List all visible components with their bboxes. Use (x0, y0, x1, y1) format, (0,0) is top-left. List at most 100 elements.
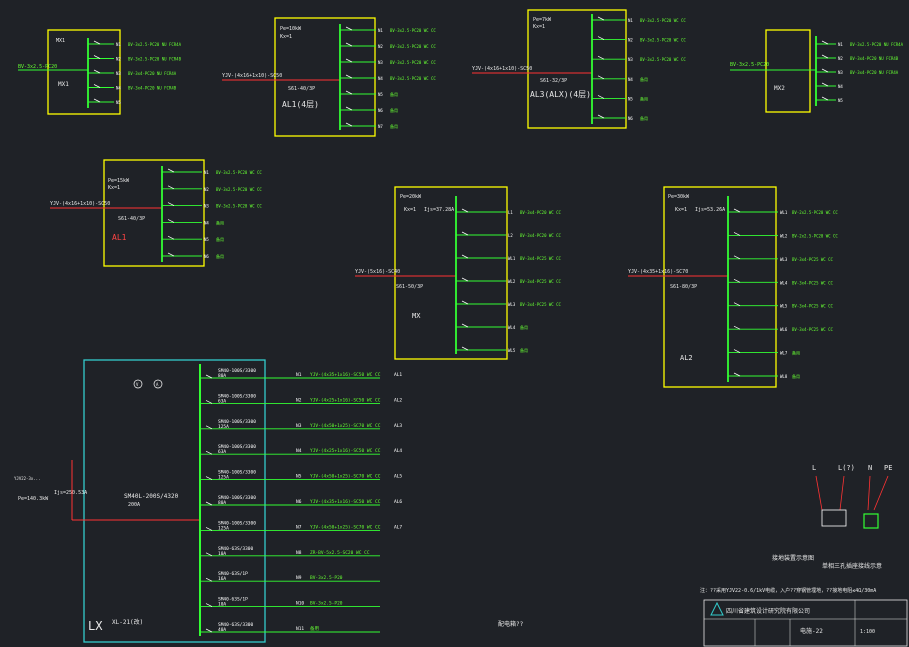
circuit-code: N10 (296, 601, 304, 607)
circuit-cable: BV-3x2.5-PC20 NU FCR4A (128, 42, 182, 47)
circuit-row[interactable]: WL5 备用 (456, 346, 528, 353)
circuit-row[interactable]: N5 备用 (592, 95, 648, 101)
caption: 单相三孔插座接线示意 (822, 562, 882, 570)
circuit-code: N3 (628, 57, 633, 62)
circuit-row[interactable]: N5 备用 (340, 90, 398, 97)
circuit-cable: 备用 (520, 324, 528, 330)
circuit-cable: 备用 (390, 107, 398, 113)
panel-mx[interactable]: Pe=20kW Kx=1 Ijs=37.28A MX YJV-(5x16)-SC… (355, 186, 562, 360)
circuit-row[interactable]: WL8 备用 (728, 372, 800, 379)
circuit-cable: 备用 (310, 625, 319, 632)
circuit-row[interactable]: WL4 备用 (456, 323, 528, 330)
panel-kx: Kx=1 (533, 24, 545, 30)
circuit-row[interactable]: WL7 备用 (728, 349, 800, 356)
breaker-icon (345, 122, 353, 127)
circuit-code: WL1 (508, 256, 516, 261)
ammeter-icon (153, 379, 163, 389)
panel-al1-mid[interactable]: Pe=15kW Kx=1 AL1 YJV-(4x16+1x10)-SC50 S6… (50, 159, 262, 267)
circuit-code: N1 (838, 42, 843, 47)
circuit-row[interactable]: N5 (816, 96, 843, 103)
circuit-code: N1 (204, 170, 209, 175)
panel-al3[interactable]: Pe=7kW Kx=1 AL3(ALX)(4层) YJV-(4x16+1x10)… (472, 9, 686, 129)
voltmeter-icon (133, 379, 143, 389)
title-block: 四川省建筑设计研究院有限公司 电施-22 1:100 (703, 599, 908, 647)
circuit-cable: BV-3x2.5-PC20 WC CC (390, 60, 436, 65)
circuit-row[interactable]: N6 备用 (340, 106, 398, 113)
circuit-code: N6 (378, 108, 383, 113)
breaker-spec: SM40-100S/3300 (218, 444, 256, 450)
circuit-cable: BV-3x4-PC20 NU FCR4B (128, 86, 177, 91)
panel-name: MX (412, 312, 421, 320)
circuit-row[interactable]: N4 (816, 82, 843, 89)
circuit-row[interactable]: N4 备用 (592, 75, 648, 82)
circuit-row[interactable]: N5 备用 (162, 235, 224, 242)
circuit-code: N4 (204, 220, 209, 225)
breaker-spec: SM40-63S/3300 (218, 622, 254, 628)
panel-al2[interactable]: Pe=30kW Kx=1 Ijs=53.26A AL2 YJV-(4x35+1x… (628, 186, 838, 388)
breaker-rating: 63A (218, 398, 226, 404)
circuit-row[interactable]: N4 备用 (162, 219, 224, 225)
panel-lx[interactable]: V A YJV22-3x... Pe=140.3kW Ijs=250.53A S… (14, 359, 402, 643)
breaker-icon (167, 252, 175, 257)
circuit-cable: 备用 (390, 91, 398, 97)
circuit-destination: AL7 (394, 524, 402, 530)
circuit-cable: BV-3x4-PC20 NU FCR4B (850, 56, 899, 61)
circuit-row[interactable]: N6 备用 (592, 114, 648, 121)
panel-name: AL3(ALX)(4层) (530, 90, 591, 99)
circuit-code: WL5 (780, 304, 788, 309)
panel-frame (47, 29, 121, 115)
circuit-row[interactable]: N6 备用 (162, 252, 224, 259)
panel-kx: Kx=1 (675, 207, 687, 213)
circuit-row[interactable]: N5 (88, 98, 121, 105)
breaker-icon (167, 219, 175, 223)
circuit-row[interactable]: N7 备用 (340, 122, 398, 129)
circuit-cable: BV-3x4-PC20 WC CC (520, 210, 562, 215)
panel-al1-top[interactable]: Pe=10kW Kx=1 AL1(4层) YJV-(4x16+1x10)-SC5… (222, 17, 436, 137)
breaker-icon (733, 255, 741, 260)
breaker-icon (733, 278, 741, 283)
circuit-cable: YJV-(4x25+1x16)-SC50 WC CC (310, 448, 381, 454)
breaker-icon (597, 75, 605, 80)
